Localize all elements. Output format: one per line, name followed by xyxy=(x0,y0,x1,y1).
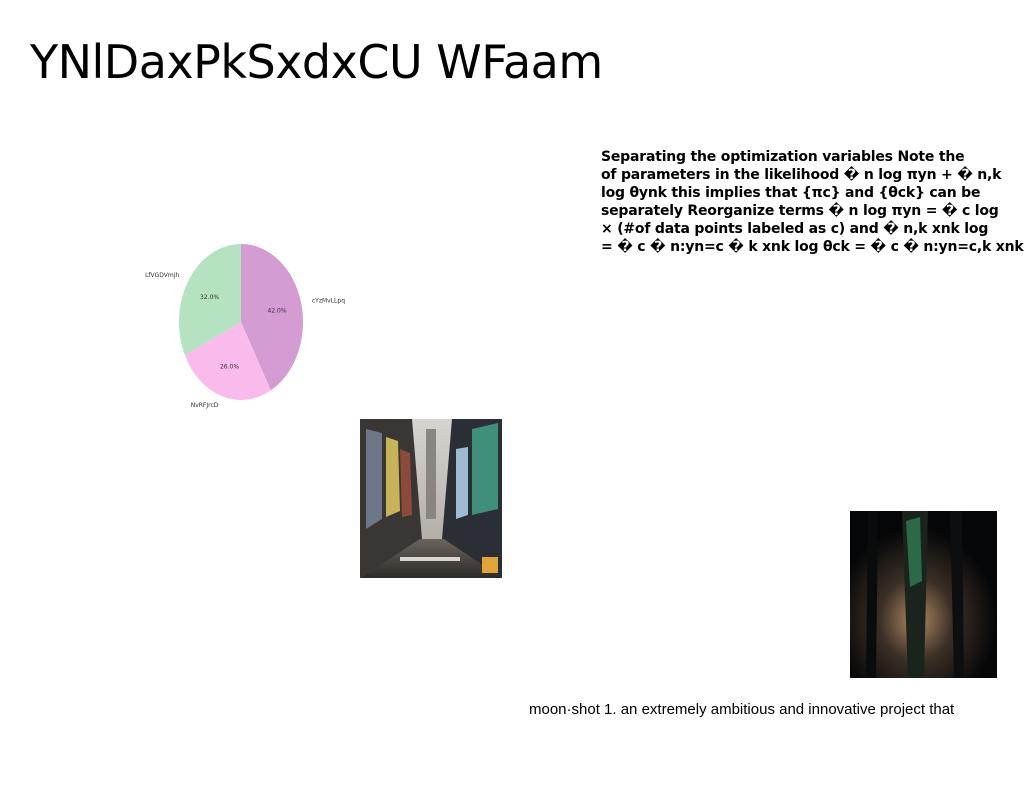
paragraph-line: separately Reorganize terms � n log πyn … xyxy=(601,203,999,219)
pie-category-label: cYzMvLLpq xyxy=(312,297,345,304)
paragraph-line: log θynk this implies that {πc} and {θck… xyxy=(601,185,981,201)
pie-slice-NvRFJrcD xyxy=(184,322,271,400)
city-street-photo xyxy=(360,419,502,578)
paragraph-line: of parameters in the likelihood � n log … xyxy=(601,167,1002,183)
pie-chart: 42.0% cYzMvLLpq 26.0% NvRFJrcD 32.0% LfVGDVmj… xyxy=(145,244,345,409)
pie-value-label: 32.0% xyxy=(200,294,219,301)
pie-slice-LfVGDVmjh xyxy=(179,244,241,356)
pie-slice-cYzMvLLpq xyxy=(241,244,303,391)
paragraph-line: = � c � n:yn=c � k xnk log θck = � c � n… xyxy=(601,239,1024,255)
page-title: YNlDaxPkSxdxCU WFaam xyxy=(30,35,603,89)
body-paragraph: Separating the optimization variables No… xyxy=(601,148,1024,256)
pie-category-label: LfVGDVmjh xyxy=(145,272,179,279)
pie-value-label: 42.0% xyxy=(268,307,287,314)
pie-category-label: NvRFJrcD xyxy=(191,402,219,409)
pie-value-label: 26.0% xyxy=(220,364,239,371)
paragraph-line: Separating the optimization variables No… xyxy=(601,149,965,165)
dark-forest-photo xyxy=(850,511,997,678)
paragraph-line: × (#of data points labeled as c) and � n… xyxy=(601,221,989,237)
caption-text: moon·shot 1. an extremely ambitious and … xyxy=(529,701,955,718)
